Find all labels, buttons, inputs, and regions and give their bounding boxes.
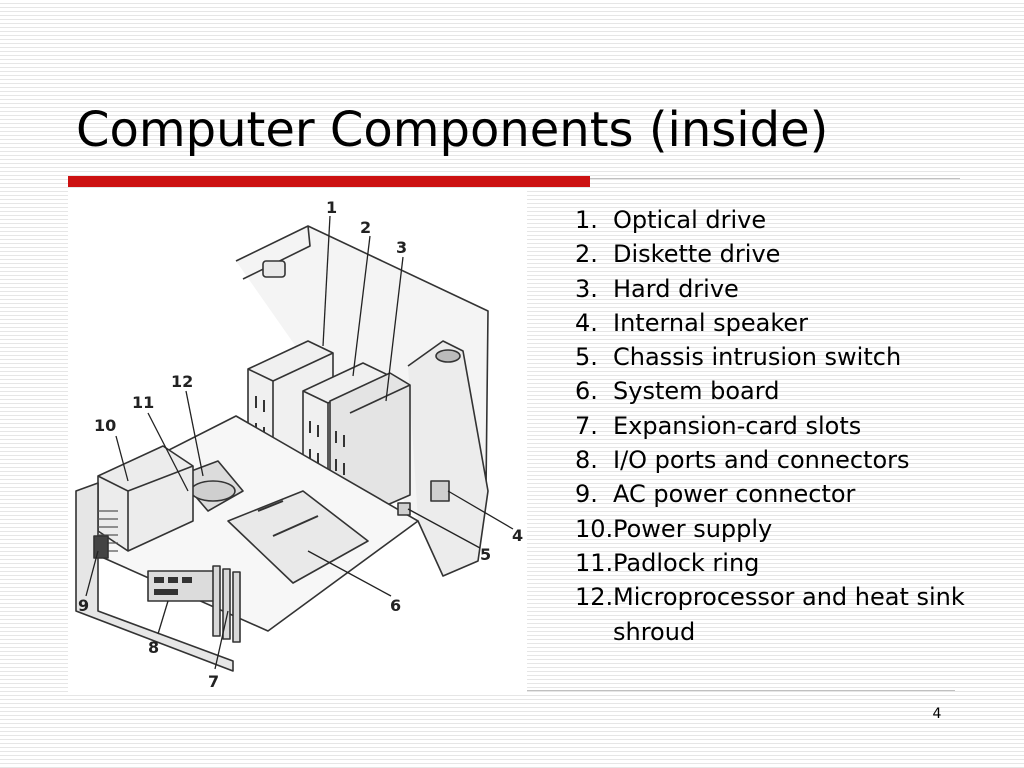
legend-number: 1.: [575, 206, 598, 234]
legend-text: Optical drive: [613, 206, 767, 234]
legend-item: 6. System board: [575, 374, 983, 408]
legend-text: Expansion-card slots: [613, 411, 862, 440]
page-number: 4: [932, 706, 942, 722]
legend-item: 12.Microprocessor and heat sink shroud: [575, 580, 983, 649]
legend-text: Hard drive: [613, 274, 739, 303]
computer-chassis-illustration: 1 2 3 4 5 6 7 8 9 10 11 12: [75, 198, 523, 691]
legend-number: 5.: [575, 343, 598, 372]
computer-interior-diagram: 1 2 3 4 5 6 7 8 9 10 11 12: [68, 191, 527, 693]
callout-label: 8: [148, 638, 159, 657]
legend-text: System board: [613, 377, 780, 406]
callout-label: 2: [360, 218, 371, 237]
legend-item: 8. I/O ports and connectors: [575, 443, 983, 477]
legend-number: 3.: [575, 274, 598, 303]
rear-panel: [75, 482, 234, 672]
legend-number: 10.: [575, 514, 614, 543]
legend-item: 3. Hard drive: [575, 272, 983, 306]
legend-item: 1. Optical drive: [575, 203, 983, 237]
callout-label: 5: [480, 545, 491, 564]
legend-number: 4.: [575, 308, 598, 337]
callout-label: 1: [326, 198, 337, 217]
system-board: [227, 490, 369, 584]
legend-text: Padlock ring: [613, 548, 760, 577]
legend-text: Microprocessor and heat sink shroud: [613, 583, 965, 646]
callout-label: 6: [390, 596, 401, 615]
legend-number: 12.: [575, 583, 614, 612]
legend-text: Diskette drive: [613, 240, 781, 269]
callout-label: 4: [512, 526, 523, 545]
legend-item: 9. AC power connector: [575, 477, 983, 511]
legend-text: I/O ports and connectors: [613, 446, 910, 475]
callout-label: 3: [396, 238, 407, 257]
legend-text: Chassis intrusion switch: [613, 343, 902, 372]
internal-speaker: [430, 480, 450, 502]
callout-label: 11: [132, 393, 154, 412]
legend-number: 8.: [575, 446, 598, 475]
legend-text: Internal speaker: [613, 308, 809, 337]
legend-item: 4. Internal speaker: [575, 306, 983, 340]
callout-label: 7: [208, 672, 219, 691]
intrusion-switch: [397, 502, 411, 516]
slide-title: Computer Components (inside): [76, 102, 829, 158]
legend-number: 7.: [575, 411, 598, 440]
title-accent-bar: [68, 176, 590, 187]
legend-item: 10.Power supply: [575, 512, 983, 546]
callout-label: 10: [94, 416, 116, 435]
legend-number: 6.: [575, 377, 598, 406]
legend-text: Power supply: [613, 514, 773, 543]
legend-text: AC power connector: [613, 480, 856, 509]
callout-label: 9: [78, 596, 89, 615]
component-legend: 1. Optical drive 2. Diskette drive 3. Hard …: [575, 203, 983, 649]
legend-number: 2.: [575, 240, 598, 269]
legend-item: 11.Padlock ring: [575, 546, 983, 580]
side-panel: [407, 340, 489, 577]
io-port-cluster: [147, 570, 219, 602]
legend-number: 9.: [575, 480, 598, 509]
callout-label: 12: [171, 372, 193, 391]
legend-number: 11.: [575, 548, 614, 577]
legend-item: 5. Chassis intrusion switch: [575, 340, 983, 374]
legend-item: 2. Diskette drive: [575, 237, 983, 271]
title-divider-line: [590, 178, 960, 179]
ac-power-socket: [93, 535, 109, 559]
footer-divider-line: [527, 690, 955, 691]
legend-item: 7. Expansion-card slots: [575, 409, 983, 443]
